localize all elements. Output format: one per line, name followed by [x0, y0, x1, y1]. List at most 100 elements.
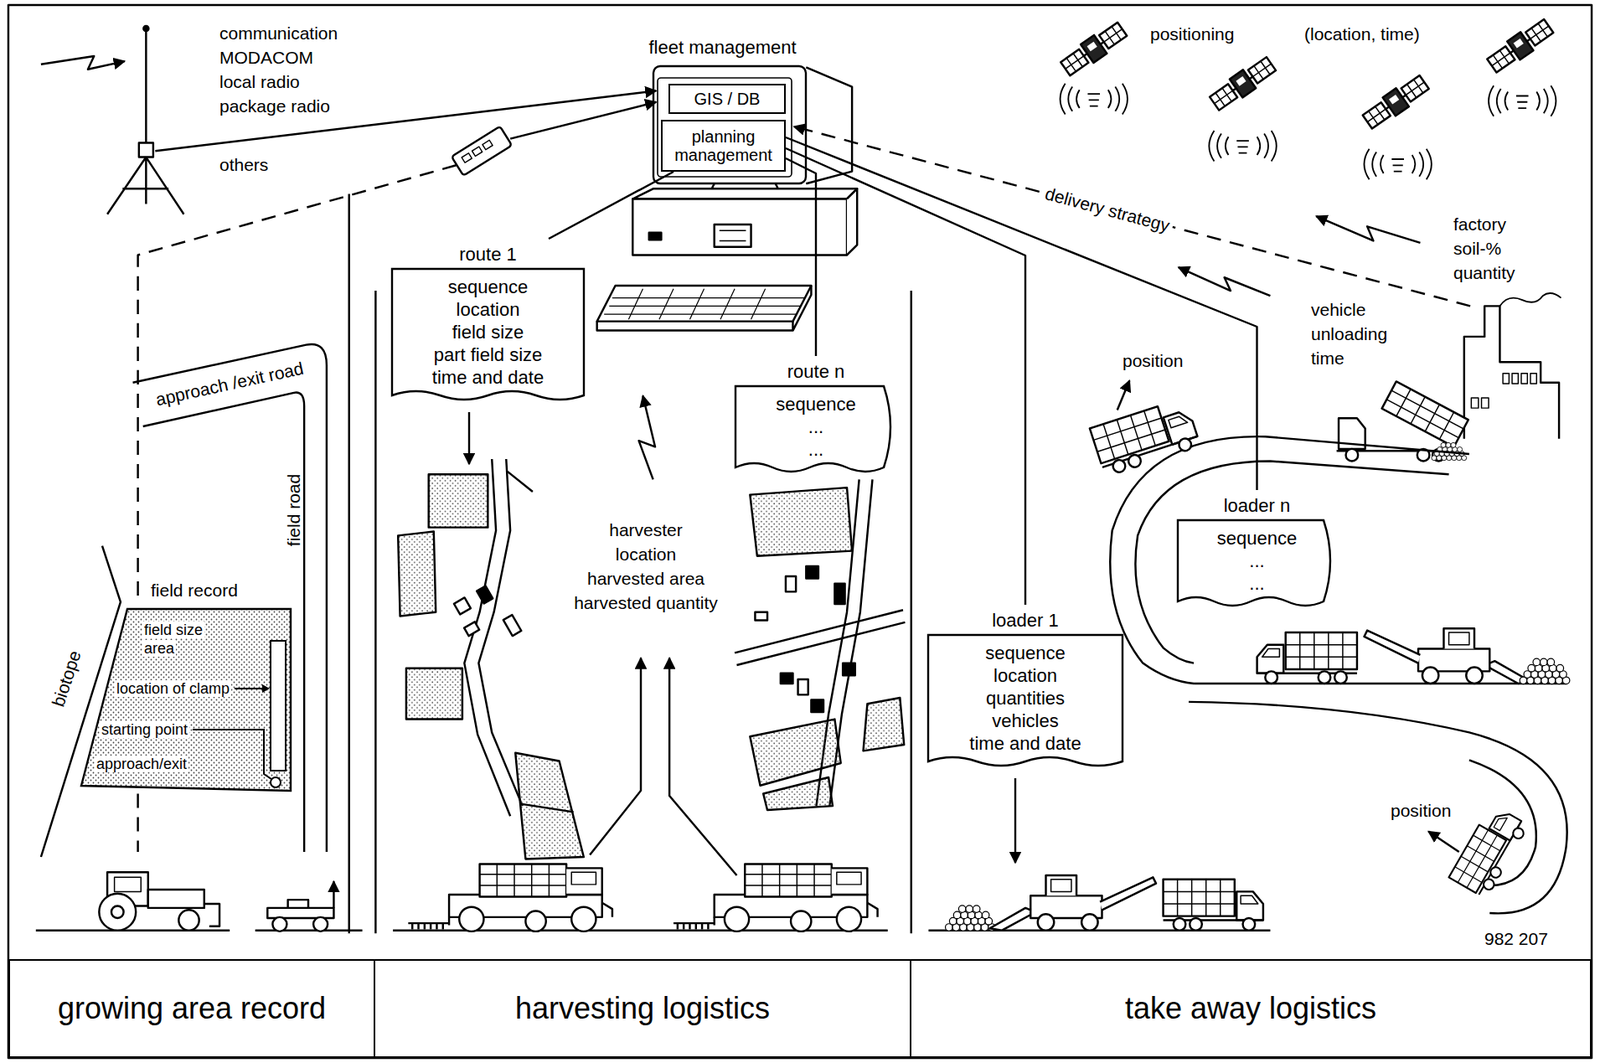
screen-box: GIS / DB: [668, 83, 786, 114]
band-title: take away logistics: [1125, 991, 1377, 1026]
route-map: [780, 673, 794, 684]
document-item: location: [396, 298, 580, 321]
loading-scene: [945, 905, 997, 931]
pointer-arrow: [1014, 778, 1017, 863]
document-body: sequence......: [732, 384, 899, 481]
computer: [649, 232, 662, 241]
transport-trucks: [1117, 380, 1131, 410]
document-heading: loader n: [1175, 490, 1339, 519]
label-text: time: [1310, 347, 1345, 369]
antenna: [41, 25, 184, 215]
radio-link-arrow: [154, 90, 656, 151]
document-item: quantities: [932, 686, 1119, 710]
section-band: harvesting logistics: [375, 959, 912, 1059]
road: [1188, 701, 1568, 914]
label-text: others: [219, 154, 269, 176]
modem: [451, 126, 512, 176]
document-item: time and date: [396, 366, 580, 389]
field-attribute: field size: [142, 621, 205, 639]
label-text: (location, time): [1304, 23, 1420, 45]
document-body: sequence......: [1175, 518, 1339, 615]
delivery-strategy-line: [794, 126, 1471, 306]
computer: [714, 224, 752, 248]
modem: [451, 126, 512, 176]
label-text: harvester: [609, 519, 683, 541]
route-map: [503, 614, 522, 636]
factory: [1499, 293, 1561, 306]
label-text: field road: [283, 474, 305, 547]
computer: [805, 67, 852, 184]
factory: [1464, 305, 1559, 439]
route-map: [464, 621, 480, 636]
loader-document: loader nsequence......: [1175, 490, 1339, 615]
field-vehicle: [332, 881, 335, 909]
document-heading: route 1: [389, 238, 587, 268]
field-attribute: starting point: [99, 721, 190, 739]
route-map: [749, 487, 852, 557]
harvesters: [589, 658, 641, 856]
field-attribute: approach/exit: [94, 755, 189, 773]
road: [1109, 436, 1567, 914]
antenna: [107, 157, 184, 215]
computer: [597, 285, 812, 331]
label-text: factory: [1453, 213, 1507, 235]
band-title: harvesting logistics: [515, 991, 770, 1026]
label-text: delivery strategy: [1039, 181, 1176, 238]
band-title: growing area record: [57, 991, 326, 1026]
road: [1109, 436, 1470, 684]
field-vehicle: [288, 899, 309, 909]
field-vehicle: [272, 917, 287, 932]
label-text: quantity: [1453, 262, 1516, 284]
label-text: unloading: [1310, 323, 1388, 345]
document-item: vehicles: [932, 709, 1119, 733]
document-item: part field size: [396, 343, 580, 367]
arrowhead: [262, 684, 270, 693]
antenna: [143, 25, 149, 31]
satellites: [1485, 16, 1555, 75]
route-map: [397, 459, 905, 859]
document-item: sequence: [739, 392, 893, 416]
tractor: [111, 905, 124, 919]
monitor-screen: [657, 77, 792, 177]
route-map: [476, 586, 493, 604]
satellites: [1207, 54, 1278, 113]
route-map: [406, 668, 463, 720]
document-body: sequencelocationfield sizepart field siz…: [389, 267, 587, 409]
label-text: position: [1390, 800, 1451, 821]
loading-scene: [990, 875, 1157, 931]
label-text: approach /exit road: [154, 357, 306, 411]
monitor-heading: fleet management: [624, 36, 821, 59]
loading-scene: [1163, 879, 1264, 931]
document-item: time and date: [932, 732, 1119, 755]
monitor-frame: [653, 66, 806, 184]
document-heading: route n: [732, 356, 899, 385]
document-item: ...: [1181, 572, 1332, 595]
harvesters: [673, 864, 878, 932]
document-item: sequence: [1181, 526, 1332, 550]
field-vehicle: [267, 881, 334, 932]
document-item: sequence: [932, 641, 1119, 665]
tractor: [98, 893, 136, 931]
factory: [1464, 293, 1562, 439]
computer: [597, 67, 858, 331]
screen-box-text: GIS / DB: [694, 89, 761, 109]
satellites: [1058, 20, 1129, 78]
computer: [719, 230, 747, 241]
label-text: soil-%: [1453, 237, 1502, 259]
route-map: [520, 804, 573, 813]
radio-signal-arrow: [639, 396, 656, 480]
route-map: [397, 531, 436, 617]
harvesters: [669, 658, 737, 876]
tractor: [98, 872, 220, 930]
label-text: harvested quantity: [573, 592, 718, 614]
loading-scene: [1363, 628, 1531, 684]
field-area: [81, 609, 291, 791]
label-text: MODACOM: [219, 46, 314, 68]
computer: [846, 188, 857, 255]
document-item: ...: [739, 438, 893, 461]
label-text: position: [1122, 350, 1183, 372]
label-text: package radio: [219, 95, 331, 117]
document-body: sequencelocationquantitiesvehiclestime a…: [925, 633, 1126, 775]
route-map: [454, 597, 471, 615]
